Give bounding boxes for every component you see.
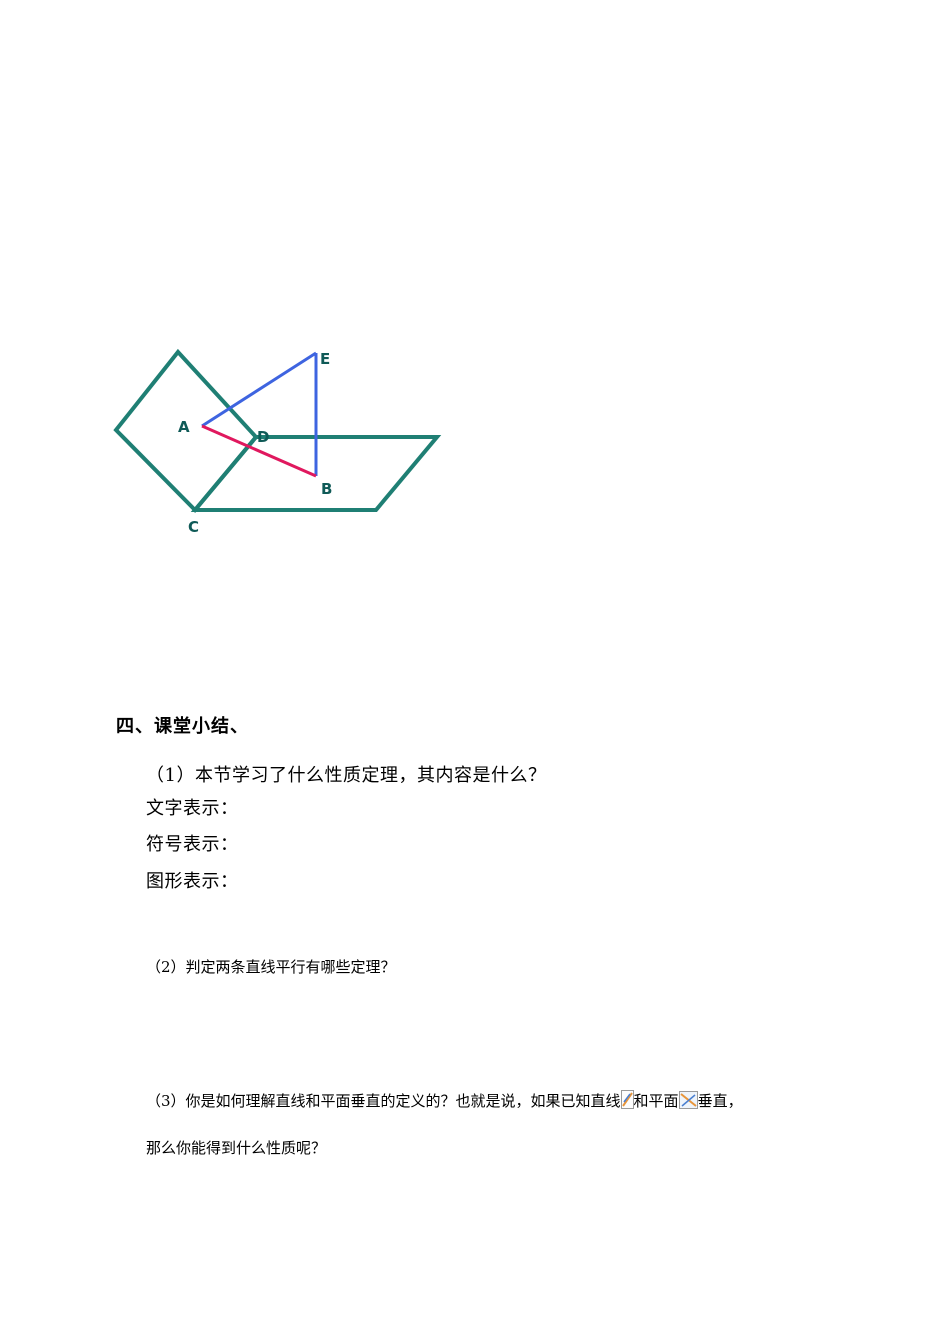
segment-ae [201, 351, 317, 428]
point-label-c: C [188, 518, 199, 536]
segment-ab [201, 424, 317, 478]
symbol-representation-label: 符号表示： [146, 834, 239, 855]
horizontal-plane [190, 435, 442, 512]
line-symbol-icon [620, 1090, 634, 1113]
point-label-d: D [257, 428, 269, 446]
question-3-part2: 和平面 [633, 1092, 679, 1110]
figure-representation-label: 图形表示： [146, 871, 239, 892]
question-3-part1: （3）你是如何理解直线和平面垂直的定义的？也就是说，如果已知直线 [146, 1092, 621, 1110]
point-label-a: A [178, 418, 190, 436]
question-3-continuation: 那么你能得到什么性质呢？ [146, 1139, 327, 1157]
question-3-part3: 垂直， [697, 1092, 743, 1110]
point-label-e: E [320, 350, 330, 368]
question-1-prompt: （1）本节学习了什么性质定理，其内容是什么？ [146, 765, 547, 786]
geometry-figure: E A D B C [113, 348, 442, 536]
point-label-b: B [321, 480, 332, 498]
question-3-prompt: （3）你是如何理解直线和平面垂直的定义的？也就是说，如果已知直线 和平面 垂直， [146, 1090, 743, 1113]
section-heading: 四、课堂小结、 [116, 716, 249, 737]
question-2-prompt: （2）判定两条直线平行有哪些定理？ [146, 958, 396, 976]
text-representation-label: 文字表示： [146, 798, 239, 819]
plane-symbol-icon [678, 1091, 698, 1113]
